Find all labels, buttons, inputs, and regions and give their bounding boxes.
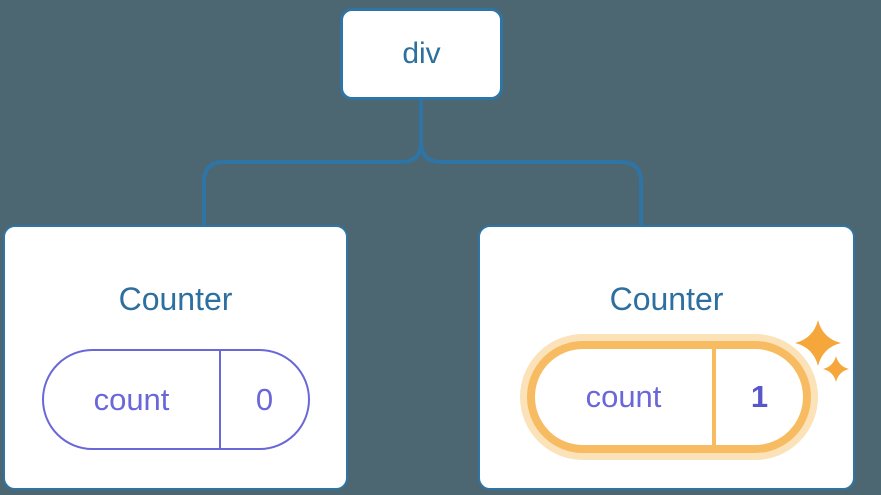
counter-card-right: Counter count 1 — [478, 225, 855, 490]
state-key: count — [93, 381, 170, 417]
sparkles-icon — [795, 320, 849, 382]
root-node-label: div — [402, 37, 441, 70]
root-node: div — [340, 8, 503, 100]
state-pill-highlighted: count 1 — [527, 341, 811, 453]
state-value: 1 — [750, 379, 769, 414]
state-key: count — [585, 379, 662, 414]
pill-divider — [219, 351, 221, 448]
component-title: Counter — [118, 281, 233, 317]
state-pill: count 0 — [42, 349, 310, 450]
pill-divider — [712, 349, 716, 445]
state-value: 0 — [255, 381, 274, 417]
counter-card-left: Counter count 0 — [3, 225, 348, 490]
component-title: Counter — [609, 281, 724, 317]
